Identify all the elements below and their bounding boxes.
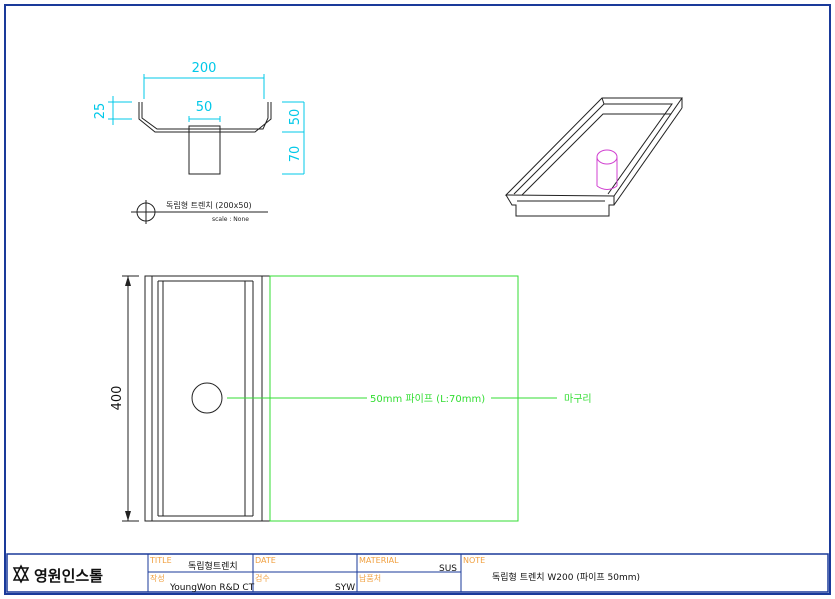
- title-block: 영원인스톨 TITLE 독립형트렌치 작성 YoungWon R&D CT DA…: [6, 553, 829, 593]
- section-pipe: [188, 131, 221, 175]
- caption-title: 독립형 트렌치 (200x50): [166, 200, 252, 210]
- iso-pipe: [596, 149, 618, 190]
- company-name: 영원인스톨: [34, 567, 103, 585]
- dim-width-text: 200: [192, 61, 217, 76]
- date-label: DATE: [255, 556, 276, 565]
- title-label: TITLE: [149, 556, 172, 565]
- view-caption: 독립형 트렌치 (200x50) scale : None: [131, 200, 268, 224]
- title-value: 독립형트렌치: [188, 560, 238, 572]
- isometric-view: [504, 97, 683, 217]
- caption-scale: scale : None: [212, 216, 249, 223]
- dim-length-text: 400: [110, 386, 125, 411]
- dim-right: 50 70: [282, 101, 305, 175]
- plan-view: 50mm 파이프 (L:70mm) 마구리 400: [110, 275, 592, 522]
- vendor-label: 납품처: [359, 574, 381, 583]
- note-value: 독립형 트렌치 W200 (파이프 50mm): [492, 571, 640, 583]
- check-label: 검수: [255, 573, 270, 583]
- dim-flange-text: 25: [93, 103, 108, 120]
- author-label: 작성: [150, 573, 165, 583]
- author-value: YoungWon R&D CT: [169, 583, 255, 593]
- dim-pipe: 50: [188, 100, 221, 122]
- company-logo: 영원인스톨: [12, 564, 103, 585]
- dim-right-upper-text: 50: [288, 109, 303, 126]
- material-label: MATERIAL: [359, 556, 399, 565]
- logo-icon: [12, 564, 30, 584]
- note-label: NOTE: [463, 556, 485, 565]
- dim-right-lower-text: 70: [288, 146, 303, 163]
- dim-flange: 25: [93, 96, 132, 125]
- material-value: SUS: [439, 564, 457, 574]
- dim-length: 400: [110, 275, 139, 522]
- section-profile: [138, 102, 272, 133]
- sheet-frame: [4, 4, 831, 595]
- section-view: 200 50 25 50 70: [93, 61, 305, 175]
- dim-width: 200: [143, 61, 265, 99]
- dim-pipe-text: 50: [196, 100, 213, 115]
- plan-pipe-hole: [191, 382, 223, 414]
- pipe-callout-text: 50mm 파이프 (L:70mm): [370, 393, 485, 405]
- grate-callout-text: 마구리: [564, 393, 592, 405]
- check-value: SYW: [335, 583, 355, 593]
